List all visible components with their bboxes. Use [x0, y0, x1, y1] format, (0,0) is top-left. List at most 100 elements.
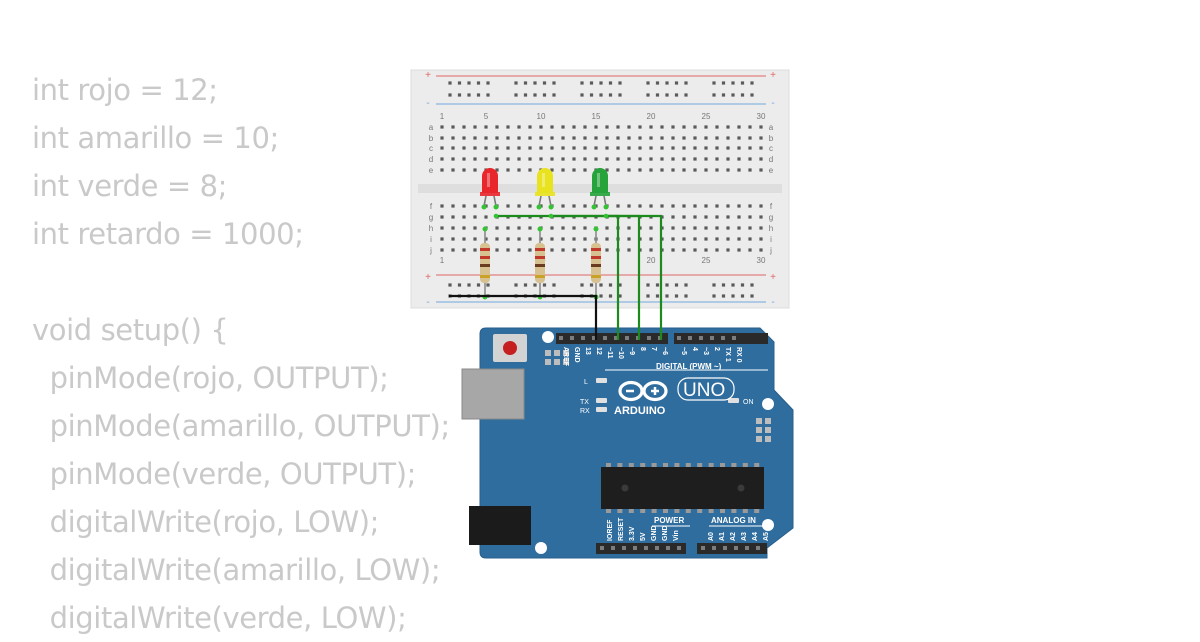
icsp-pin: [765, 436, 771, 442]
breadboard-hole: [605, 168, 609, 172]
resistor-band: [535, 248, 545, 251]
breadboard-hole: [638, 157, 642, 161]
digital-header-left: [556, 333, 668, 344]
breadboard-hole: [462, 204, 466, 208]
breadboard-hole: [583, 204, 587, 208]
mounting-hole: [542, 331, 554, 343]
chip-pin: [628, 509, 634, 513]
chip-notch: [621, 484, 629, 492]
header-pin: [644, 546, 648, 550]
rail-hole: [523, 81, 528, 85]
chip-pin: [628, 463, 634, 467]
row-letter: f: [770, 202, 773, 211]
breadboard-hole: [572, 157, 576, 161]
connection-dot: [482, 226, 488, 232]
connection-dot: [603, 204, 609, 210]
led-highlight: [487, 173, 490, 187]
rail-hole: [655, 93, 660, 97]
breadboard-hole: [473, 237, 477, 241]
breadboard-hole: [583, 146, 587, 150]
chip-pin: [697, 463, 703, 467]
breadboard-hole: [484, 215, 488, 219]
header-pin: [559, 336, 563, 340]
breadboard-hole: [594, 125, 598, 129]
breadboard-hole: [572, 248, 576, 252]
breadboard-hole: [660, 168, 664, 172]
breadboard-hole: [759, 248, 763, 252]
rail-hole: [646, 93, 650, 97]
breadboard-hole: [638, 146, 642, 150]
rail-hole: [646, 294, 650, 298]
breadboard-hole: [649, 125, 653, 129]
header-pin: [688, 336, 692, 340]
rail-hole: [721, 283, 726, 287]
breadboard-hole: [484, 136, 488, 140]
row-letter: e: [769, 166, 774, 175]
resistor-band: [480, 264, 490, 267]
analog-header: [697, 543, 767, 554]
breadboard-hole: [462, 136, 466, 140]
breadboard-hole: [451, 226, 455, 230]
rail-hole: [655, 294, 660, 298]
breadboard-hole: [561, 157, 565, 161]
breadboard-hole: [737, 168, 741, 172]
breadboard-hole: [660, 146, 664, 150]
breadboard-hole: [572, 168, 576, 172]
breadboard-hole: [726, 215, 730, 219]
row-letter: a: [429, 123, 434, 132]
digital-pin-label: 12: [595, 347, 602, 355]
breadboard-hole: [451, 157, 455, 161]
breadboard-hole: [616, 136, 620, 140]
breadboard-hole: [737, 125, 741, 129]
code-line: int amarillo = 10;: [32, 121, 279, 155]
digital-pin-label: ~9: [628, 347, 635, 355]
breadboard-hole: [704, 146, 708, 150]
breadboard-hole: [605, 125, 609, 129]
digital-pin-label: GND: [573, 347, 580, 363]
breadboard-hole: [726, 237, 730, 241]
mounting-hole: [535, 542, 547, 554]
rail-hole: [523, 93, 528, 97]
header-pin: [570, 336, 574, 340]
breadboard-hole: [682, 136, 686, 140]
code-listing: int rojo = 12;int amarillo = 10;int verd…: [32, 66, 450, 642]
rail-hole: [608, 283, 613, 287]
code-line: digitalWrite(rojo, LOW);: [32, 505, 380, 539]
connection-dot: [536, 204, 542, 210]
breadboard-hole: [506, 248, 510, 252]
chip-pin: [754, 509, 760, 513]
breadboard-hole: [528, 146, 532, 150]
breadboard-hole: [726, 125, 730, 129]
breadboard-hole: [726, 248, 730, 252]
rail-hole: [684, 93, 688, 97]
l-led-label: L: [584, 379, 588, 386]
header-pin: [655, 546, 659, 550]
row-letter: f: [430, 202, 433, 211]
rail-hole: [674, 81, 679, 85]
led-yellow: [537, 168, 553, 193]
breadboard-hole: [473, 204, 477, 208]
rail-hole: [523, 283, 528, 287]
breadboard-hole: [605, 146, 609, 150]
rail-hole: [608, 93, 613, 97]
column-number: 5: [484, 112, 489, 121]
breadboard-hole: [704, 226, 708, 230]
connection-dot: [591, 204, 597, 210]
breadboard-hole: [550, 237, 554, 241]
power-pin-label: 3.3V: [629, 526, 636, 541]
power-pin-label: Vin: [673, 530, 680, 541]
breadboard-hole: [561, 168, 565, 172]
breadboard-hole: [462, 248, 466, 252]
analog-pin-label: A0: [708, 532, 715, 541]
breadboard-hole: [682, 157, 686, 161]
breadboard-hole: [506, 204, 510, 208]
breadboard-hole: [572, 237, 576, 241]
breadboard-hole: [671, 125, 675, 129]
connection-dot: [493, 204, 499, 210]
chip-pin: [617, 509, 623, 513]
rail-hole: [740, 294, 745, 298]
breadboard-hole: [682, 215, 686, 219]
rail-hole: [580, 81, 584, 85]
breadboard-hole: [627, 237, 631, 241]
